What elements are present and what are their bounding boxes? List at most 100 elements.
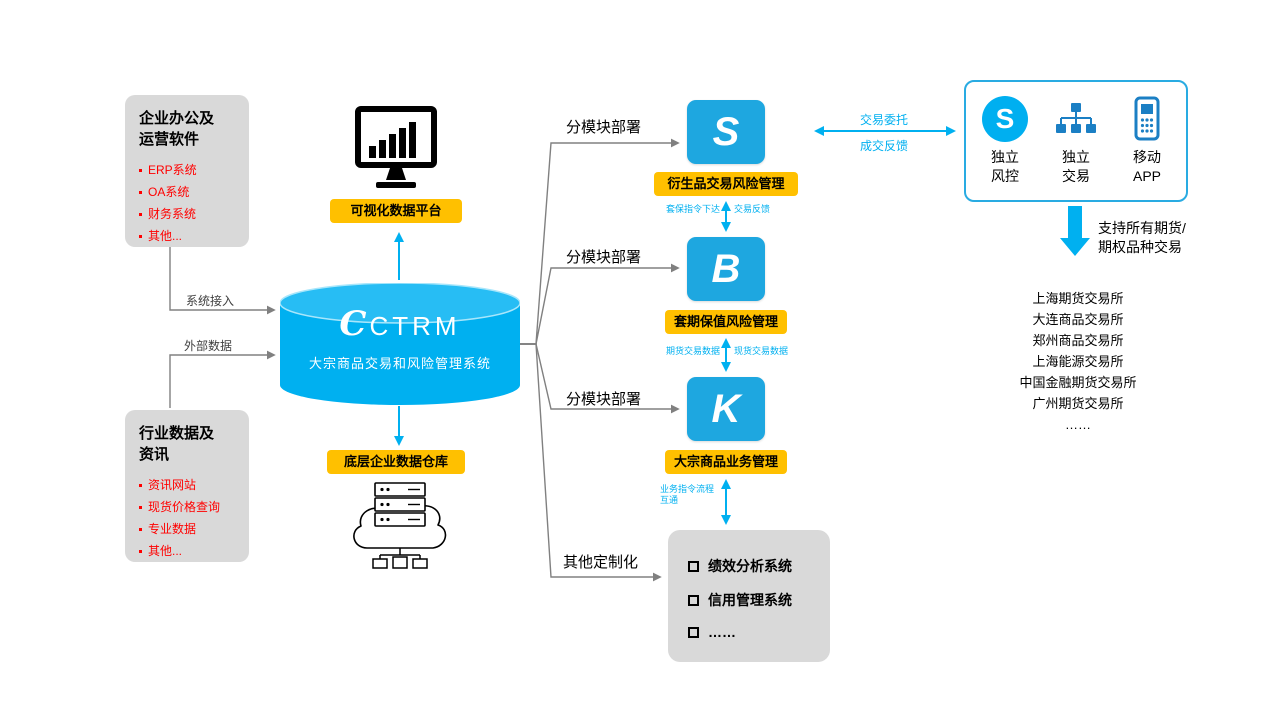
support-note: 支持所有期货/ 期权品种交易	[1098, 219, 1186, 257]
bullet-icon	[139, 234, 142, 238]
list-item: 资讯网站	[139, 474, 239, 496]
terminal-label-line: 独立	[991, 149, 1019, 165]
skype-icon: S	[973, 95, 1037, 143]
list-item-text: 其他...	[148, 544, 183, 558]
ctrm-logo-text: CTRM	[369, 311, 461, 341]
terminal-label: 独立 风控	[973, 148, 1037, 186]
branch-connector-4	[520, 343, 662, 582]
flow-text-trade-feedback: 交易反馈	[734, 204, 771, 214]
terminal-label-line: 移动	[1133, 149, 1161, 165]
list-item: 财务系统	[139, 203, 239, 225]
terminal-trading: 独立 交易	[1044, 95, 1108, 200]
custom-item: ……	[688, 624, 830, 640]
terminal-mobile-app: 移动 APP	[1115, 95, 1179, 200]
exchange-item: 上海期货交易所	[1032, 291, 1124, 306]
bullet-icon	[139, 505, 142, 509]
bullet-icon	[139, 483, 142, 487]
system-access-label: 系统接入	[186, 294, 235, 308]
list-item-text: OA系统	[148, 185, 190, 199]
custom-item: 绩效分析系统	[688, 556, 830, 576]
ctrm-subtitle: 大宗商品交易和风险管理系统	[308, 356, 491, 371]
exchange-item: 上海能源交易所	[1032, 354, 1124, 369]
trade-entrust-label: 交易委托	[859, 113, 908, 127]
office-card-title: 企业办公及运营软件	[139, 110, 215, 148]
support-down-arrow	[1060, 206, 1090, 256]
viz-platform-badge: 可视化数据平台	[330, 199, 462, 223]
bullet-icon	[139, 190, 142, 194]
custom-item-text: 信用管理系统	[708, 592, 792, 608]
list-item: 现货价格查询	[139, 496, 239, 518]
flow-text-futures-data: 期货交易数据	[665, 346, 720, 356]
custom-item-text: 绩效分析系统	[708, 558, 792, 574]
checkbox-icon	[688, 594, 699, 606]
system-access-connector	[169, 247, 276, 315]
terminal-label-line: 交易	[1062, 168, 1090, 184]
deal-feedback-label: 成交反馈	[859, 139, 908, 153]
branch-connector-2	[520, 263, 680, 345]
exchange-item: ……	[1065, 417, 1091, 432]
commodity-module-badge: 大宗商品业务管理	[665, 450, 787, 474]
branch-label-custom: 其他定制化	[563, 554, 639, 571]
list-item-text: 财务系统	[148, 207, 197, 221]
flow-text-spot-data: 现货交易数据	[734, 346, 789, 356]
list-item: ERP系统	[139, 159, 239, 181]
flow-text-hedge-order: 套保指令下达	[665, 204, 720, 214]
list-item: OA系统	[139, 181, 239, 203]
terminal-risk-control: S 独立 风控	[973, 95, 1037, 200]
checkbox-icon	[688, 560, 699, 572]
bullet-icon	[139, 549, 142, 553]
list-item-text: 其他...	[148, 229, 183, 243]
terminal-label-line: 独立	[1062, 149, 1090, 165]
data-warehouse-icon	[342, 478, 458, 575]
terminal-label-line: 风控	[991, 168, 1019, 184]
ctrm-logo-c-glyph: C	[339, 304, 367, 344]
exchange-item: 大连商品交易所	[1032, 312, 1124, 327]
bullet-icon	[139, 527, 142, 531]
terminal-label-line: APP	[1132, 168, 1161, 184]
list-item-text: 专业数据	[148, 522, 197, 536]
ctrm-logo: C CTRM	[339, 304, 460, 344]
list-item-text: 现货价格查询	[148, 500, 221, 514]
bullet-icon	[139, 168, 142, 172]
terminal-label: 移动 APP	[1115, 148, 1179, 186]
derivatives-module-icon: S	[687, 100, 765, 164]
support-note-line: 期权品种交易	[1098, 239, 1182, 255]
flow-text-business-flow: 业务指令流程互通	[660, 484, 715, 505]
external-data-connector	[169, 350, 276, 408]
org-chart-icon	[1044, 95, 1108, 143]
commodity-module-icon: K	[687, 377, 765, 441]
k-logo-glyph: K	[711, 387, 741, 431]
custom-item: 信用管理系统	[688, 590, 830, 610]
terminal-label: 独立 交易	[1044, 148, 1108, 186]
office-software-card: 企业办公及运营软件 ERP系统 OA系统 财务系统 其他...	[125, 95, 249, 247]
support-note-line: 支持所有期货/	[1098, 220, 1186, 236]
customization-box: 绩效分析系统 信用管理系统 ……	[668, 530, 830, 662]
skype-s-glyph: S	[995, 103, 1015, 134]
warehouse-badge: 底层企业数据仓库	[327, 450, 465, 474]
ctrm-cylinder-text: C CTRM 大宗商品交易和风险管理系统	[280, 283, 520, 405]
mobile-phone-icon	[1115, 95, 1179, 143]
list-item: 专业数据	[139, 518, 239, 540]
branch-label-1: 分模块部署	[566, 119, 642, 136]
list-item: 其他...	[139, 225, 239, 247]
b-logo-glyph: B	[711, 247, 741, 291]
external-data-label: 外部数据	[184, 339, 233, 353]
hedging-module-icon: B	[687, 237, 765, 301]
industry-card-title: 行业数据及资讯	[139, 425, 215, 463]
branch-label-2: 分模块部署	[566, 249, 642, 266]
list-item-text: ERP系统	[148, 163, 197, 177]
custom-item-text: ……	[708, 624, 736, 640]
derivatives-module-badge: 衍生品交易风险管理	[654, 172, 798, 196]
exchange-item: 郑州商品交易所	[1032, 333, 1124, 348]
list-item: 其他...	[139, 540, 239, 562]
hedging-module-badge: 套期保值风险管理	[665, 310, 787, 334]
checkbox-icon	[688, 626, 699, 638]
monitor-chart-icon	[346, 106, 446, 199]
exchange-item: 广州期货交易所	[1032, 396, 1124, 411]
industry-data-card: 行业数据及资讯 资讯网站 现货价格查询 专业数据 其他...	[125, 410, 249, 562]
s-logo-glyph: S	[712, 110, 740, 154]
terminal-panel: S 独立 风控	[964, 80, 1188, 202]
bullet-icon	[139, 212, 142, 216]
